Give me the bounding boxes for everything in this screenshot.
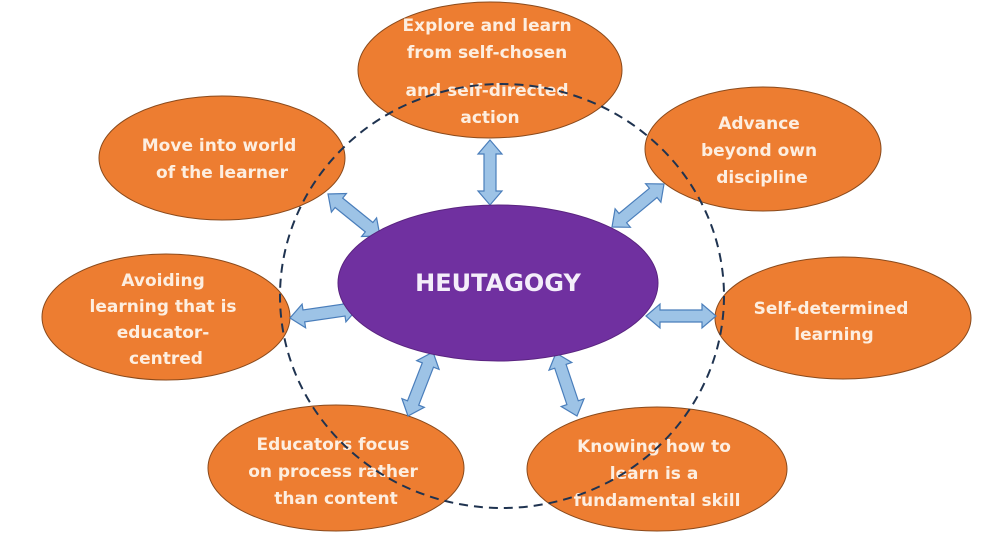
node-right: Self-determined learning [714, 256, 972, 380]
center-ellipse [337, 204, 659, 362]
arrow-right-icon [645, 302, 717, 330]
node-bottom-left-label: Educators focus on process rather than c… [248, 435, 424, 509]
arrow-bottom-right-icon [547, 352, 586, 417]
node-left: Avoiding learning that is educator- cent… [41, 253, 291, 381]
node-top-right: Advance beyond own discipline [644, 86, 882, 212]
node-top-left-ellipse [98, 95, 346, 221]
node-top-right-ellipse [644, 86, 882, 212]
center-label: HEUTAGOGY [415, 269, 581, 297]
node-bottom-right-ellipse [526, 406, 788, 532]
node-bottom-left: Educators focus on process rather than c… [207, 404, 465, 532]
arrow-bottom-left-icon [400, 351, 441, 417]
arrow-top-icon [476, 139, 504, 206]
node-bottom-right: Knowing how to learn is a fundamental sk… [526, 406, 788, 532]
node-right-ellipse [714, 256, 972, 380]
node-top-right-label: Advance beyond own discipline [701, 114, 823, 188]
node-top: Explore and learn from self-chosen and s… [357, 1, 623, 139]
center-node: HEUTAGOGY [337, 204, 659, 362]
node-top-left-label: Move into world of the learner [142, 136, 302, 183]
connector-arrows [289, 139, 717, 417]
arrow-top-left-icon [327, 192, 381, 238]
node-bottom-left-ellipse [207, 404, 465, 532]
node-left-label: Avoiding learning that is educator- cent… [90, 271, 243, 369]
node-left-ellipse [41, 253, 291, 381]
node-right-label: Self-determined learning [754, 299, 915, 345]
dashed-boundary-circle [279, 83, 725, 509]
arrow-top-right-icon [611, 183, 665, 228]
node-top-left: Move into world of the learner [98, 95, 346, 221]
node-top-ellipse [357, 1, 623, 139]
node-top-label: Explore and learn from self-chosen and s… [403, 16, 578, 128]
